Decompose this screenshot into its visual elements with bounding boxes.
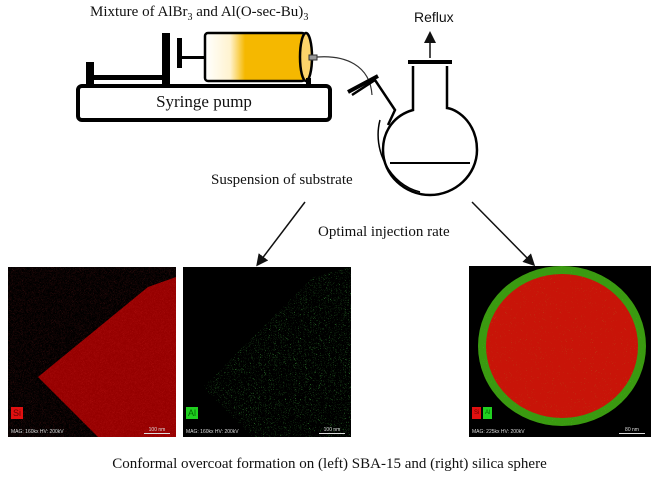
eds-map-si: Si 100 nm MAG: 160kx HV: 200kV bbox=[8, 267, 176, 437]
mixture-label: Mixture of AlBr3 and Al(O-sec-Bu)3 bbox=[90, 4, 309, 23]
magnification-text: MAG: 160kx HV: 200kV bbox=[11, 429, 64, 435]
scale-bar: 80 nm bbox=[619, 427, 645, 434]
si-label: Si bbox=[472, 407, 482, 419]
suspension-label: Suspension of substrate bbox=[211, 172, 353, 188]
arrow-left bbox=[256, 201, 306, 267]
flask bbox=[347, 60, 479, 197]
magnification-text: MAG: 225kx HV: 200kV bbox=[472, 429, 525, 435]
syringe-pump bbox=[76, 33, 332, 122]
arrow-right bbox=[471, 201, 536, 267]
reflux-label: Reflux bbox=[414, 9, 454, 25]
al-label: Al bbox=[483, 407, 493, 419]
figure-caption: Conformal overcoat formation on (left) S… bbox=[112, 456, 547, 472]
si-label: Si bbox=[11, 407, 24, 419]
eds-map-al: Al 100 nm MAG: 160kx HV: 200kV bbox=[183, 267, 351, 437]
syringe-barrel bbox=[203, 31, 318, 87]
syringe-pump-label: Syringe pump bbox=[156, 92, 252, 111]
scale-bar: 100 nm bbox=[319, 427, 345, 434]
injection-rate-label: Optimal injection rate bbox=[318, 224, 450, 240]
tubing bbox=[316, 56, 373, 96]
scale-bar: 100 nm bbox=[144, 427, 170, 434]
al-label: Al bbox=[186, 407, 199, 419]
eds-map-sphere: Si Al 80 nm MAG: 225kx HV: 200kV bbox=[469, 266, 651, 437]
apparatus-diagram bbox=[76, 31, 536, 267]
magnification-text: MAG: 160kx HV: 200kV bbox=[186, 429, 239, 435]
